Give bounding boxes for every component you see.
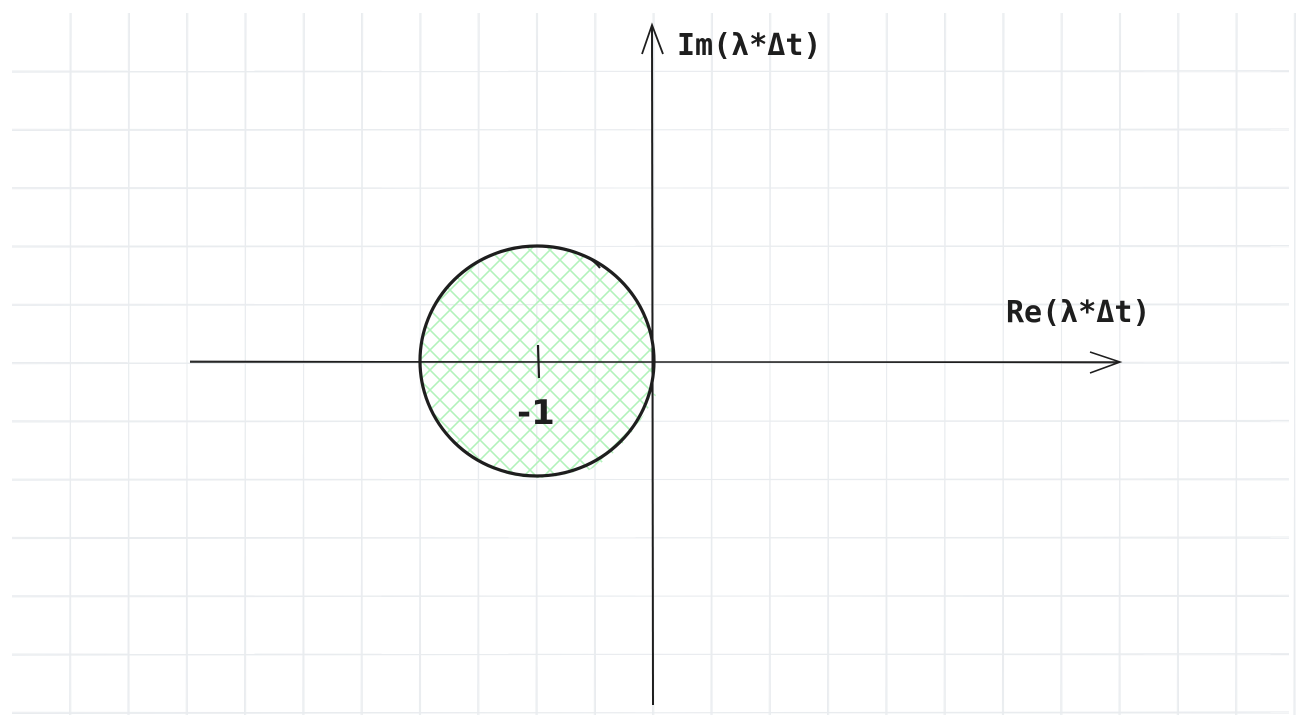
grid-line-horizontal xyxy=(11,128,1290,131)
x-axis-arrowhead xyxy=(1089,351,1123,374)
grid-line-horizontal xyxy=(11,70,1290,73)
grid-line-horizontal xyxy=(11,653,1290,656)
y-axis-arrowhead xyxy=(641,22,664,55)
tick-label-minus-one: -1 xyxy=(517,393,555,433)
tick-mark-minus-one xyxy=(536,344,541,379)
grid-line-horizontal xyxy=(11,303,1290,306)
grid-line-horizontal xyxy=(11,478,1290,481)
grid-line-horizontal xyxy=(11,711,1290,714)
grid-line-horizontal xyxy=(11,419,1290,423)
grid-line-horizontal xyxy=(11,536,1290,540)
x-axis-label: Re(λ*Δt) xyxy=(1006,295,1151,330)
grid-line-vertical xyxy=(1293,12,1296,716)
grid-line-horizontal xyxy=(11,245,1290,248)
grid-line-horizontal xyxy=(11,186,1290,190)
stability-region-outline xyxy=(418,244,656,478)
y-axis-label: Im(λ*Δt) xyxy=(677,28,822,63)
grid-line-horizontal xyxy=(11,594,1290,598)
